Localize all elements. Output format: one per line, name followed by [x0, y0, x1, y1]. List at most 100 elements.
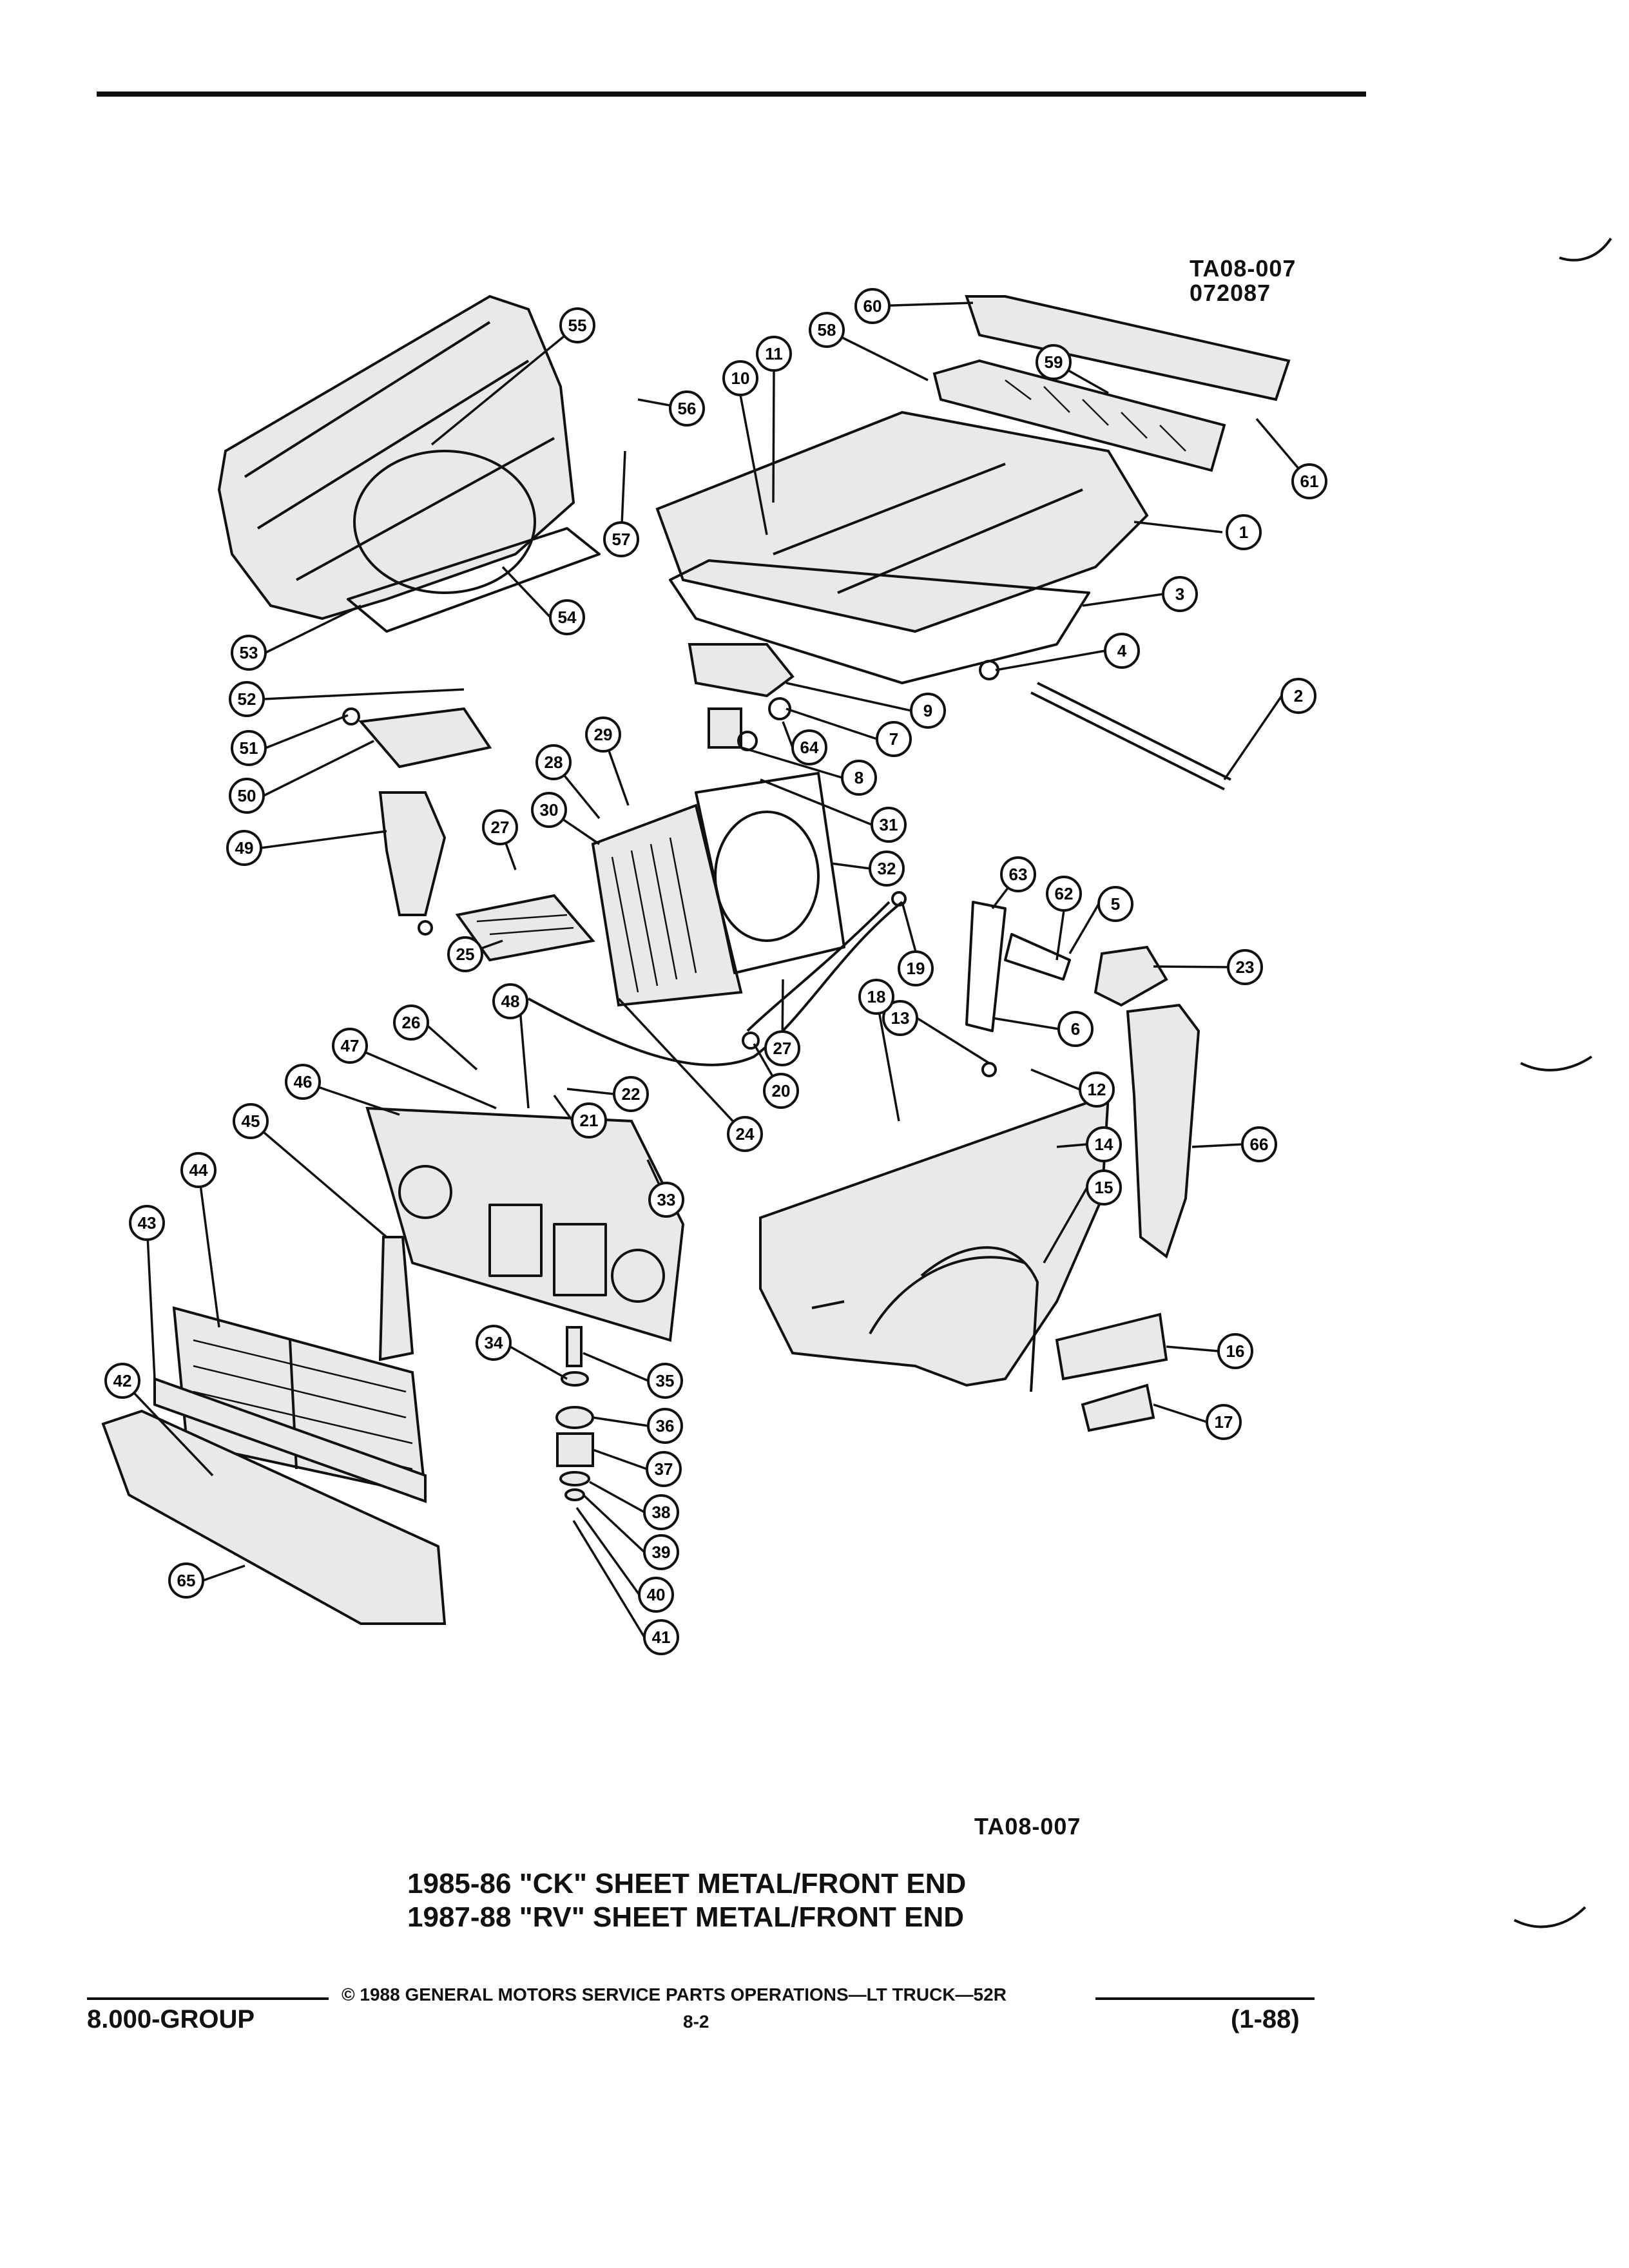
- footer-rule-left: [87, 1997, 329, 2000]
- figure-ref-date: 072087: [1190, 280, 1271, 306]
- svg-text:64: 64: [800, 738, 819, 757]
- callout-58: 58: [809, 312, 845, 348]
- callout-43: 43: [129, 1205, 165, 1241]
- callout-27-a: 27: [482, 809, 518, 845]
- svg-text:65: 65: [177, 1571, 196, 1590]
- callout-17: 17: [1206, 1404, 1242, 1440]
- svg-text:38: 38: [652, 1503, 671, 1522]
- callout-22: 22: [613, 1076, 649, 1112]
- figure-ref-top: TA08-007 072087: [1190, 256, 1296, 305]
- callout-8: 8: [841, 760, 877, 796]
- svg-text:13: 13: [891, 1008, 910, 1028]
- callout-34: 34: [476, 1325, 512, 1361]
- callout-19: 19: [898, 950, 934, 986]
- svg-text:30: 30: [540, 800, 559, 820]
- fender-brace: [1094, 945, 1200, 1259]
- callout-61: 61: [1291, 463, 1327, 499]
- callout-20: 20: [763, 1073, 799, 1109]
- callout-40: 40: [638, 1577, 674, 1613]
- svg-text:28: 28: [545, 753, 563, 772]
- fender-emblem-and-lamp: [1055, 1312, 1168, 1432]
- callout-9: 9: [910, 693, 946, 729]
- svg-text:41: 41: [652, 1628, 671, 1647]
- svg-text:35: 35: [656, 1371, 675, 1390]
- svg-text:51: 51: [240, 738, 258, 758]
- front-bumper-filler: [101, 1377, 447, 1625]
- svg-text:26: 26: [402, 1013, 421, 1032]
- hood-weatherstrip: [1030, 682, 1231, 791]
- callout-3: 3: [1162, 576, 1198, 612]
- svg-text:57: 57: [612, 530, 631, 549]
- svg-text:25: 25: [456, 945, 475, 964]
- svg-text:54: 54: [558, 608, 577, 627]
- svg-text:42: 42: [113, 1371, 132, 1390]
- callout-48: 48: [492, 983, 528, 1019]
- svg-text:5: 5: [1111, 894, 1120, 914]
- callout-27-b: 27: [764, 1030, 800, 1066]
- callout-35: 35: [647, 1363, 683, 1399]
- svg-text:20: 20: [772, 1081, 791, 1100]
- svg-text:56: 56: [678, 399, 697, 418]
- body-mount-hardware: [555, 1326, 594, 1501]
- svg-text:46: 46: [294, 1072, 313, 1091]
- svg-text:3: 3: [1175, 584, 1184, 604]
- callout-39: 39: [643, 1534, 679, 1570]
- hood-release-cable: [528, 891, 907, 1066]
- callout-50: 50: [229, 778, 265, 814]
- callout-6: 6: [1057, 1011, 1094, 1047]
- radiator-support: [365, 1106, 685, 1342]
- svg-text:52: 52: [238, 689, 256, 709]
- callout-56: 56: [669, 390, 705, 427]
- callout-28: 28: [535, 744, 572, 780]
- battery-tray: [342, 707, 492, 936]
- callout-4: 4: [1104, 633, 1140, 669]
- svg-text:19: 19: [907, 959, 925, 978]
- callout-18: 18: [858, 979, 894, 1015]
- callout-52: 52: [229, 681, 265, 717]
- callout-5: 5: [1097, 886, 1133, 922]
- hood-hinge-latch: [688, 643, 999, 751]
- cowl-vent-panels: [932, 295, 1291, 472]
- callout-7: 7: [876, 721, 912, 757]
- svg-text:44: 44: [189, 1160, 208, 1180]
- callout-41: 41: [643, 1619, 679, 1655]
- callout-62: 62: [1046, 876, 1082, 912]
- callout-33: 33: [648, 1182, 684, 1218]
- svg-text:23: 23: [1236, 957, 1255, 977]
- svg-text:21: 21: [580, 1111, 599, 1130]
- callout-14: 14: [1086, 1126, 1122, 1162]
- svg-text:29: 29: [594, 725, 613, 744]
- svg-text:47: 47: [341, 1036, 360, 1055]
- svg-text:61: 61: [1300, 472, 1319, 491]
- callout-10: 10: [722, 360, 758, 396]
- callout-63: 63: [1000, 856, 1036, 892]
- callout-49: 49: [226, 830, 262, 866]
- callout-42: 42: [104, 1363, 140, 1399]
- svg-text:66: 66: [1250, 1135, 1269, 1154]
- callout-44: 44: [180, 1152, 217, 1188]
- svg-text:53: 53: [240, 643, 258, 662]
- svg-text:63: 63: [1009, 865, 1028, 884]
- callout-59: 59: [1036, 344, 1072, 380]
- svg-text:9: 9: [923, 701, 932, 720]
- callouts: 1 2 3 4 5 6 7 8 9 10 11 12 13 14 15 16 1…: [104, 288, 1327, 1655]
- callout-15: 15: [1086, 1169, 1122, 1206]
- svg-text:43: 43: [138, 1213, 157, 1233]
- callout-29: 29: [585, 716, 621, 753]
- hood-lock-brackets: [965, 901, 1071, 1077]
- svg-text:50: 50: [238, 786, 256, 805]
- page-title-line-2: 1987-88 "RV" SHEET METAL/FRONT END: [407, 1901, 965, 1933]
- svg-text:22: 22: [622, 1084, 641, 1104]
- figure-ref-code: TA08-007: [1190, 255, 1296, 282]
- svg-text:24: 24: [736, 1124, 755, 1144]
- svg-text:36: 36: [656, 1416, 675, 1436]
- footer-rule-right: [1095, 1997, 1315, 2000]
- footer-group: 8.000-GROUP: [87, 2005, 255, 2033]
- footer-date-code: (1-88): [1231, 2005, 1300, 2033]
- callout-51: 51: [231, 730, 267, 766]
- hood-panel: [655, 410, 1149, 684]
- svg-text:62: 62: [1055, 884, 1074, 903]
- callout-24: 24: [727, 1116, 763, 1152]
- callout-57: 57: [603, 521, 639, 557]
